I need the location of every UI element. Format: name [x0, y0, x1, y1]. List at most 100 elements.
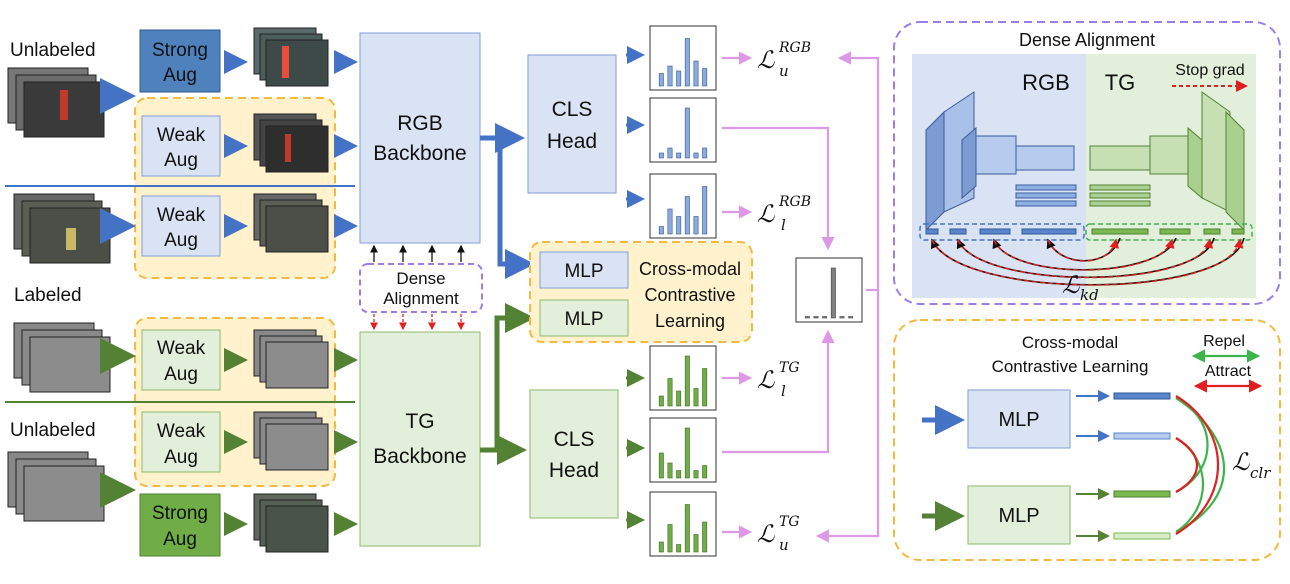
stop-grad-label: Stop grad	[1175, 62, 1244, 79]
histogram-bar	[667, 65, 673, 87]
histogram-bar	[684, 196, 690, 235]
svg-text:Aug: Aug	[164, 150, 198, 171]
loss-arrows	[722, 51, 880, 543]
input-arrows	[100, 78, 136, 508]
cls-output-arrows	[626, 46, 645, 529]
loss-l-rgb: ℒ RGB l	[757, 194, 811, 234]
svg-text:CLS: CLS	[554, 428, 595, 451]
rgb-backbone-outputs	[480, 123, 535, 279]
histogram-bar	[658, 226, 664, 235]
label-unlabeled-bottom: Unlabeled	[10, 420, 96, 441]
svg-text:Strong: Strong	[152, 40, 208, 61]
histogram-bar	[702, 521, 708, 553]
histogram-bar	[693, 216, 699, 235]
cls-head-rgb: CLS Head	[527, 54, 617, 194]
mlp-rgb-box	[967, 389, 1071, 449]
svg-text:Weak: Weak	[157, 205, 206, 226]
svg-text:Alignment: Alignment	[383, 289, 459, 308]
histogram-bar	[676, 390, 682, 407]
svg-text:ℒ: ℒ	[1062, 271, 1080, 299]
svg-text:CLS: CLS	[552, 98, 593, 121]
strong-aug-tg-box: Strong Aug	[139, 493, 221, 557]
histogram-bar	[684, 355, 690, 407]
svg-text:MLP: MLP	[998, 505, 1039, 527]
rgb-region-label: RGB	[1022, 70, 1070, 95]
svg-text:kd: kd	[1080, 286, 1099, 304]
augmented-frames-rgb-weak	[253, 113, 329, 173]
svg-text:Cross-modal: Cross-modal	[639, 259, 741, 279]
histogram-bar	[693, 60, 699, 87]
histogram-bar	[658, 152, 664, 159]
svg-text:Backbone: Backbone	[373, 142, 466, 165]
svg-text:MLP: MLP	[998, 409, 1039, 431]
histogram-bar	[676, 470, 682, 479]
histogram-bar	[658, 395, 664, 407]
tg-backbone-outputs	[480, 303, 535, 465]
dense-alignment-arrows-down	[370, 314, 465, 331]
histogram-bar	[702, 186, 708, 235]
svg-text:Aug: Aug	[163, 529, 197, 550]
svg-text:Head: Head	[547, 130, 597, 153]
histogram-bar	[676, 152, 682, 159]
cls-head-tg: CLS Head	[529, 389, 619, 519]
aug-arrows	[224, 50, 248, 536]
histogram-bar	[702, 368, 708, 407]
svg-text:MLP: MLP	[564, 261, 603, 282]
svg-text:MLP: MLP	[564, 309, 603, 330]
svg-text:Aug: Aug	[164, 447, 198, 468]
svg-text:Cross-modal: Cross-modal	[1022, 333, 1118, 352]
tg-backbone: TG Backbone	[359, 331, 481, 547]
weak-aug-tg-box-2: Weak Aug	[141, 411, 221, 473]
augmented-frames-rgb-strong	[253, 27, 329, 87]
weak-aug-tg-box-1: Weak Aug	[141, 329, 221, 391]
tg-features	[1091, 228, 1245, 235]
histogram-bar	[684, 107, 690, 159]
svg-text:u: u	[779, 536, 789, 554]
svg-text:TG: TG	[779, 360, 800, 376]
histogram-bar	[667, 208, 673, 235]
svg-text:TG: TG	[779, 514, 800, 530]
repel-label: Repel	[1203, 333, 1245, 350]
tg-encoder-blocks	[1089, 91, 1245, 232]
svg-text:Aug: Aug	[164, 364, 198, 385]
augmented-frames-rgb-labeled	[253, 193, 329, 253]
histogram-bar	[684, 504, 690, 553]
backbone-input-arrows	[334, 50, 358, 536]
embedding-tg-strong	[1113, 532, 1171, 540]
loss-l-tg: ℒ TG l	[757, 360, 800, 400]
histogram-bar	[804, 316, 810, 319]
weak-aug-rgb-box-1: Weak Aug	[141, 115, 221, 177]
loss-clr: ℒ clr	[1232, 448, 1271, 482]
augmented-frames-tg-strong	[253, 493, 329, 553]
histogram-bar	[813, 316, 819, 319]
svg-text:Contrastive Learning: Contrastive Learning	[992, 357, 1149, 376]
input-video-tg-labeled	[13, 322, 111, 393]
histogram-bar	[667, 147, 673, 159]
histogram-bar	[693, 388, 699, 407]
contrastive-panel: Cross-modal Contrastive Learning Repel A…	[893, 319, 1281, 561]
svg-text:Weak: Weak	[157, 421, 206, 442]
strong-aug-rgb-box: Strong Aug	[139, 29, 221, 93]
svg-text:ℒ: ℒ	[757, 366, 775, 394]
histogram-bar	[848, 316, 854, 319]
label-unlabeled-top: Unlabeled	[10, 40, 96, 61]
histogram-bar	[693, 152, 699, 159]
svg-text:Head: Head	[549, 459, 599, 482]
svg-text:l: l	[781, 216, 786, 234]
input-video-tg-unlabeled	[7, 451, 105, 522]
dense-alignment-panel: Dense Alignment RGB TG Stop grad	[893, 21, 1281, 305]
rgb-encoder-blocks	[925, 91, 1077, 232]
embedding-tg-weak	[1113, 490, 1171, 498]
augmented-frames-tg-labeled	[253, 329, 329, 389]
dense-alignment-box: Dense Alignment	[359, 263, 483, 313]
dense-alignment-arrows-up	[370, 244, 465, 262]
embedding-rgb-weak	[1113, 432, 1171, 440]
histogram-bar	[702, 147, 708, 159]
histogram-bar	[667, 524, 673, 553]
histogram-bar	[658, 73, 664, 87]
histogram-bar	[658, 452, 664, 479]
svg-text:Aug: Aug	[164, 230, 198, 251]
weak-aug-rgb-box-2: Weak Aug	[141, 195, 221, 257]
histogram-bar	[667, 378, 673, 407]
